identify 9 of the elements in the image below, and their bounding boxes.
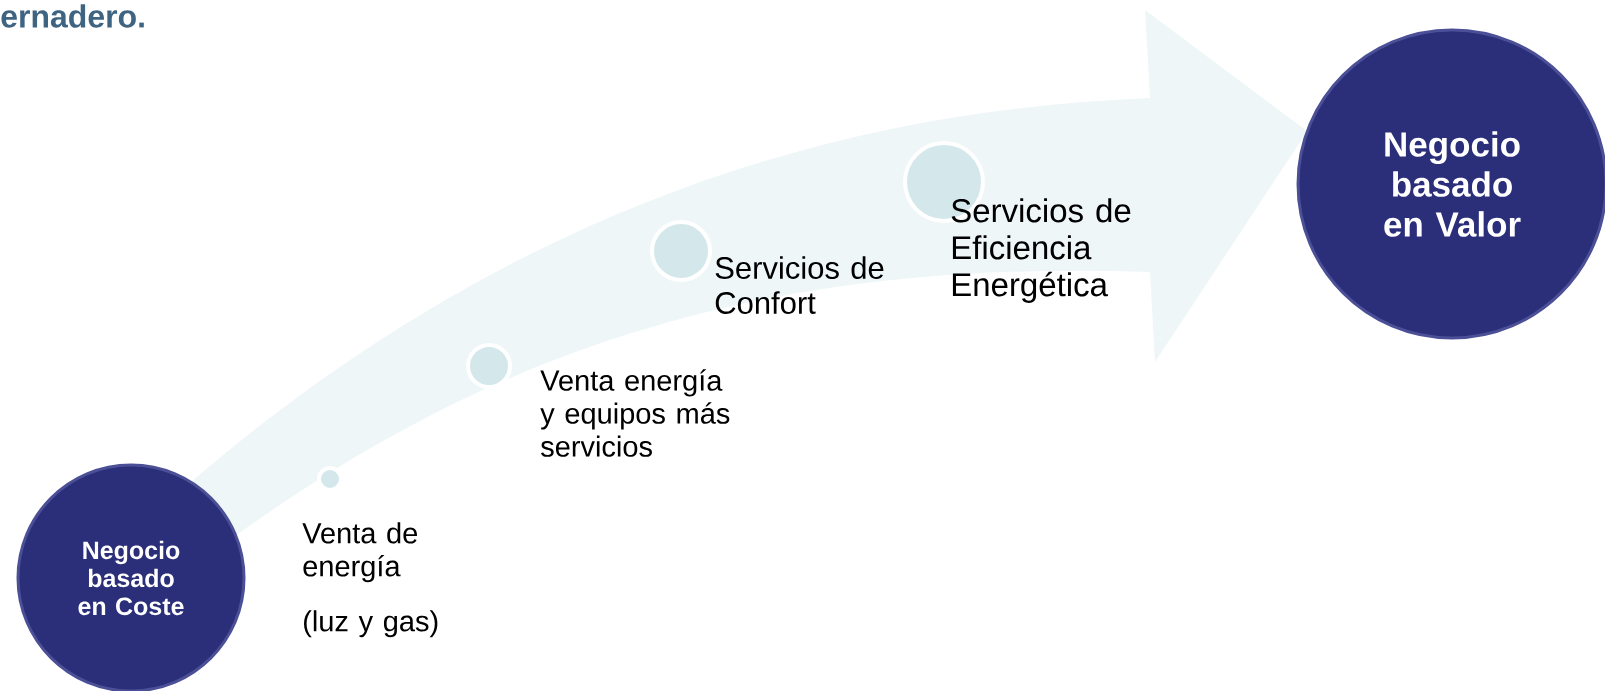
step-circle	[650, 220, 712, 282]
step-label: Venta de energía	[302, 522, 417, 583]
step-circle	[466, 343, 512, 389]
step-label: Servicios de Confort	[715, 256, 884, 314]
step-label: (luz y gas)	[304, 610, 438, 638]
step-label: Venta energía y equipos más servicios	[540, 369, 730, 457]
curved-arrow	[191, 10, 1308, 536]
step-label: Servicios de Eficiencia Energética	[951, 198, 1131, 303]
heading-text: ernadero.	[1, 4, 144, 28]
